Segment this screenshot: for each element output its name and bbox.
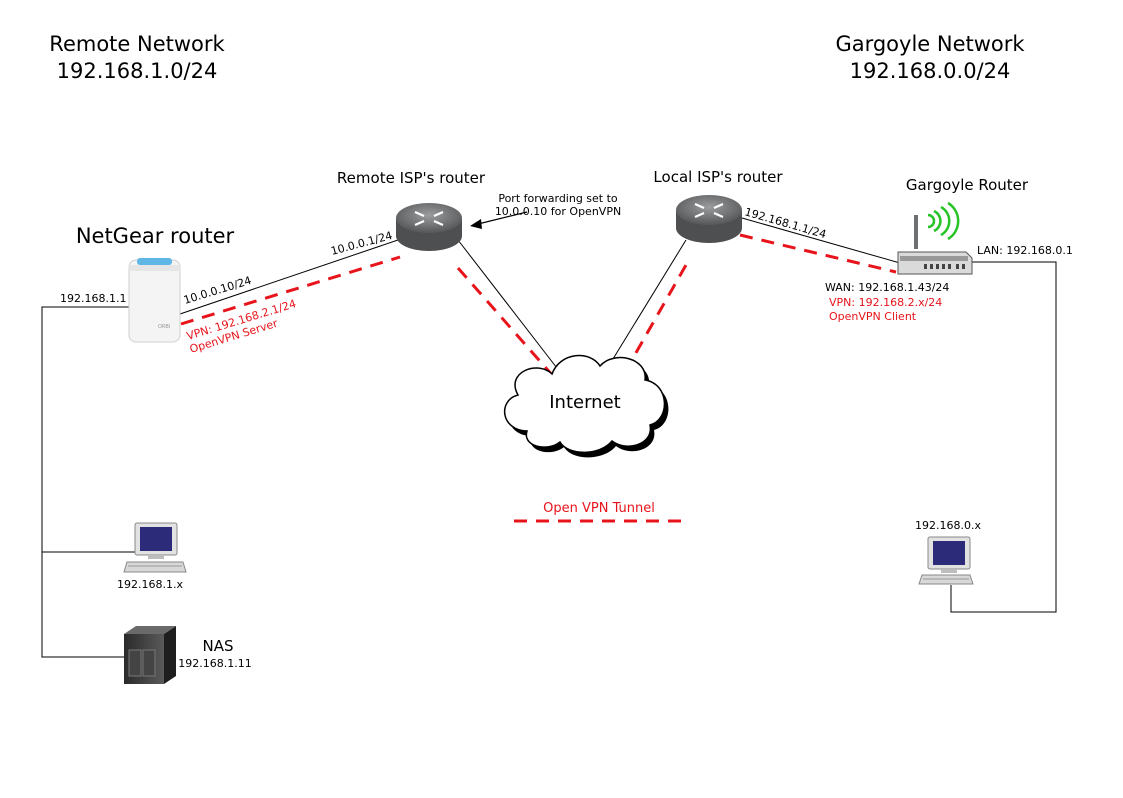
remote-lan-bus bbox=[41, 306, 130, 658]
nas-title: NAS bbox=[202, 637, 233, 655]
nas-ip: 192.168.1.11 bbox=[178, 657, 251, 670]
svg-text:ORBI: ORBI bbox=[158, 324, 170, 330]
gargoyle-network-subnet: 192.168.0.0/24 bbox=[850, 59, 1011, 83]
netgear-to-remote-isp-link bbox=[179, 239, 399, 315]
port-forward-note-line1: Port forwarding set to bbox=[498, 192, 618, 205]
legend-tunnel-label: Open VPN Tunnel bbox=[543, 501, 655, 516]
netgear-title: NetGear router bbox=[76, 224, 235, 248]
tunnel-segment-remote bbox=[180, 255, 401, 326]
gargoyle-router-icon bbox=[897, 215, 973, 275]
netgear-router-icon: ORBI bbox=[128, 258, 181, 343]
vpn-tunnel bbox=[180, 233, 897, 377]
internet-cloud-icon bbox=[503, 354, 669, 458]
gargoyle-lan-ip: LAN: 192.168.0.1 bbox=[977, 244, 1073, 257]
gargoyle-network-title: Gargoyle Network bbox=[835, 32, 1025, 56]
remote-isp-router-icon bbox=[396, 203, 462, 251]
port-forward-note-line2: 10.0.0.10 for OpenVPN bbox=[495, 205, 621, 218]
gargoyle-lan-link bbox=[950, 261, 1057, 613]
remote-isp-to-internet-link bbox=[457, 239, 561, 373]
network-links bbox=[41, 217, 1057, 658]
local-isp-title: Local ISP's router bbox=[653, 168, 783, 186]
local-isp-to-gargoyle-link bbox=[741, 217, 901, 264]
remote-pc-icon bbox=[123, 522, 187, 573]
remote-pc-ip: 192.168.1.x bbox=[117, 578, 183, 591]
gargoyle-vpn-ip: VPN: 192.168.2.x/24 bbox=[829, 296, 942, 309]
local-isp-router-icon bbox=[676, 195, 742, 243]
legend: Open VPN Tunnel bbox=[514, 501, 681, 523]
remote-isp-lan-ip: 10.0.0.1/24 bbox=[329, 229, 393, 258]
tunnel-segment-internet-local-isp bbox=[623, 257, 692, 373]
tunnel-segment-remote-isp-internet bbox=[456, 267, 555, 377]
remote-network-subnet: 192.168.1.0/24 bbox=[57, 59, 218, 83]
local-pc-icon bbox=[918, 536, 974, 585]
nas-icon bbox=[124, 626, 176, 684]
port-forward-arrow bbox=[470, 211, 528, 229]
gargoyle-wan-ip: WAN: 192.168.1.43/24 bbox=[825, 281, 949, 294]
tunnel-segment-local bbox=[739, 233, 897, 274]
internet-label: Internet bbox=[549, 392, 620, 413]
gargoyle-router-title: Gargoyle Router bbox=[906, 176, 1029, 194]
wifi-signal-icon bbox=[927, 201, 960, 241]
netgear-wan-ip: 10.0.0.10/24 bbox=[182, 274, 253, 307]
remote-isp-title: Remote ISP's router bbox=[337, 169, 486, 187]
local-isp-lan-ip: 192.168.1.1/24 bbox=[743, 205, 828, 241]
local-pc-ip: 192.168.0.x bbox=[915, 519, 981, 532]
gargoyle-vpn-role: OpenVPN Client bbox=[829, 310, 917, 323]
netgear-lan-ip: 192.168.1.1 bbox=[60, 292, 126, 305]
internet-to-local-isp-link bbox=[604, 239, 687, 373]
remote-network-title: Remote Network bbox=[49, 32, 225, 56]
